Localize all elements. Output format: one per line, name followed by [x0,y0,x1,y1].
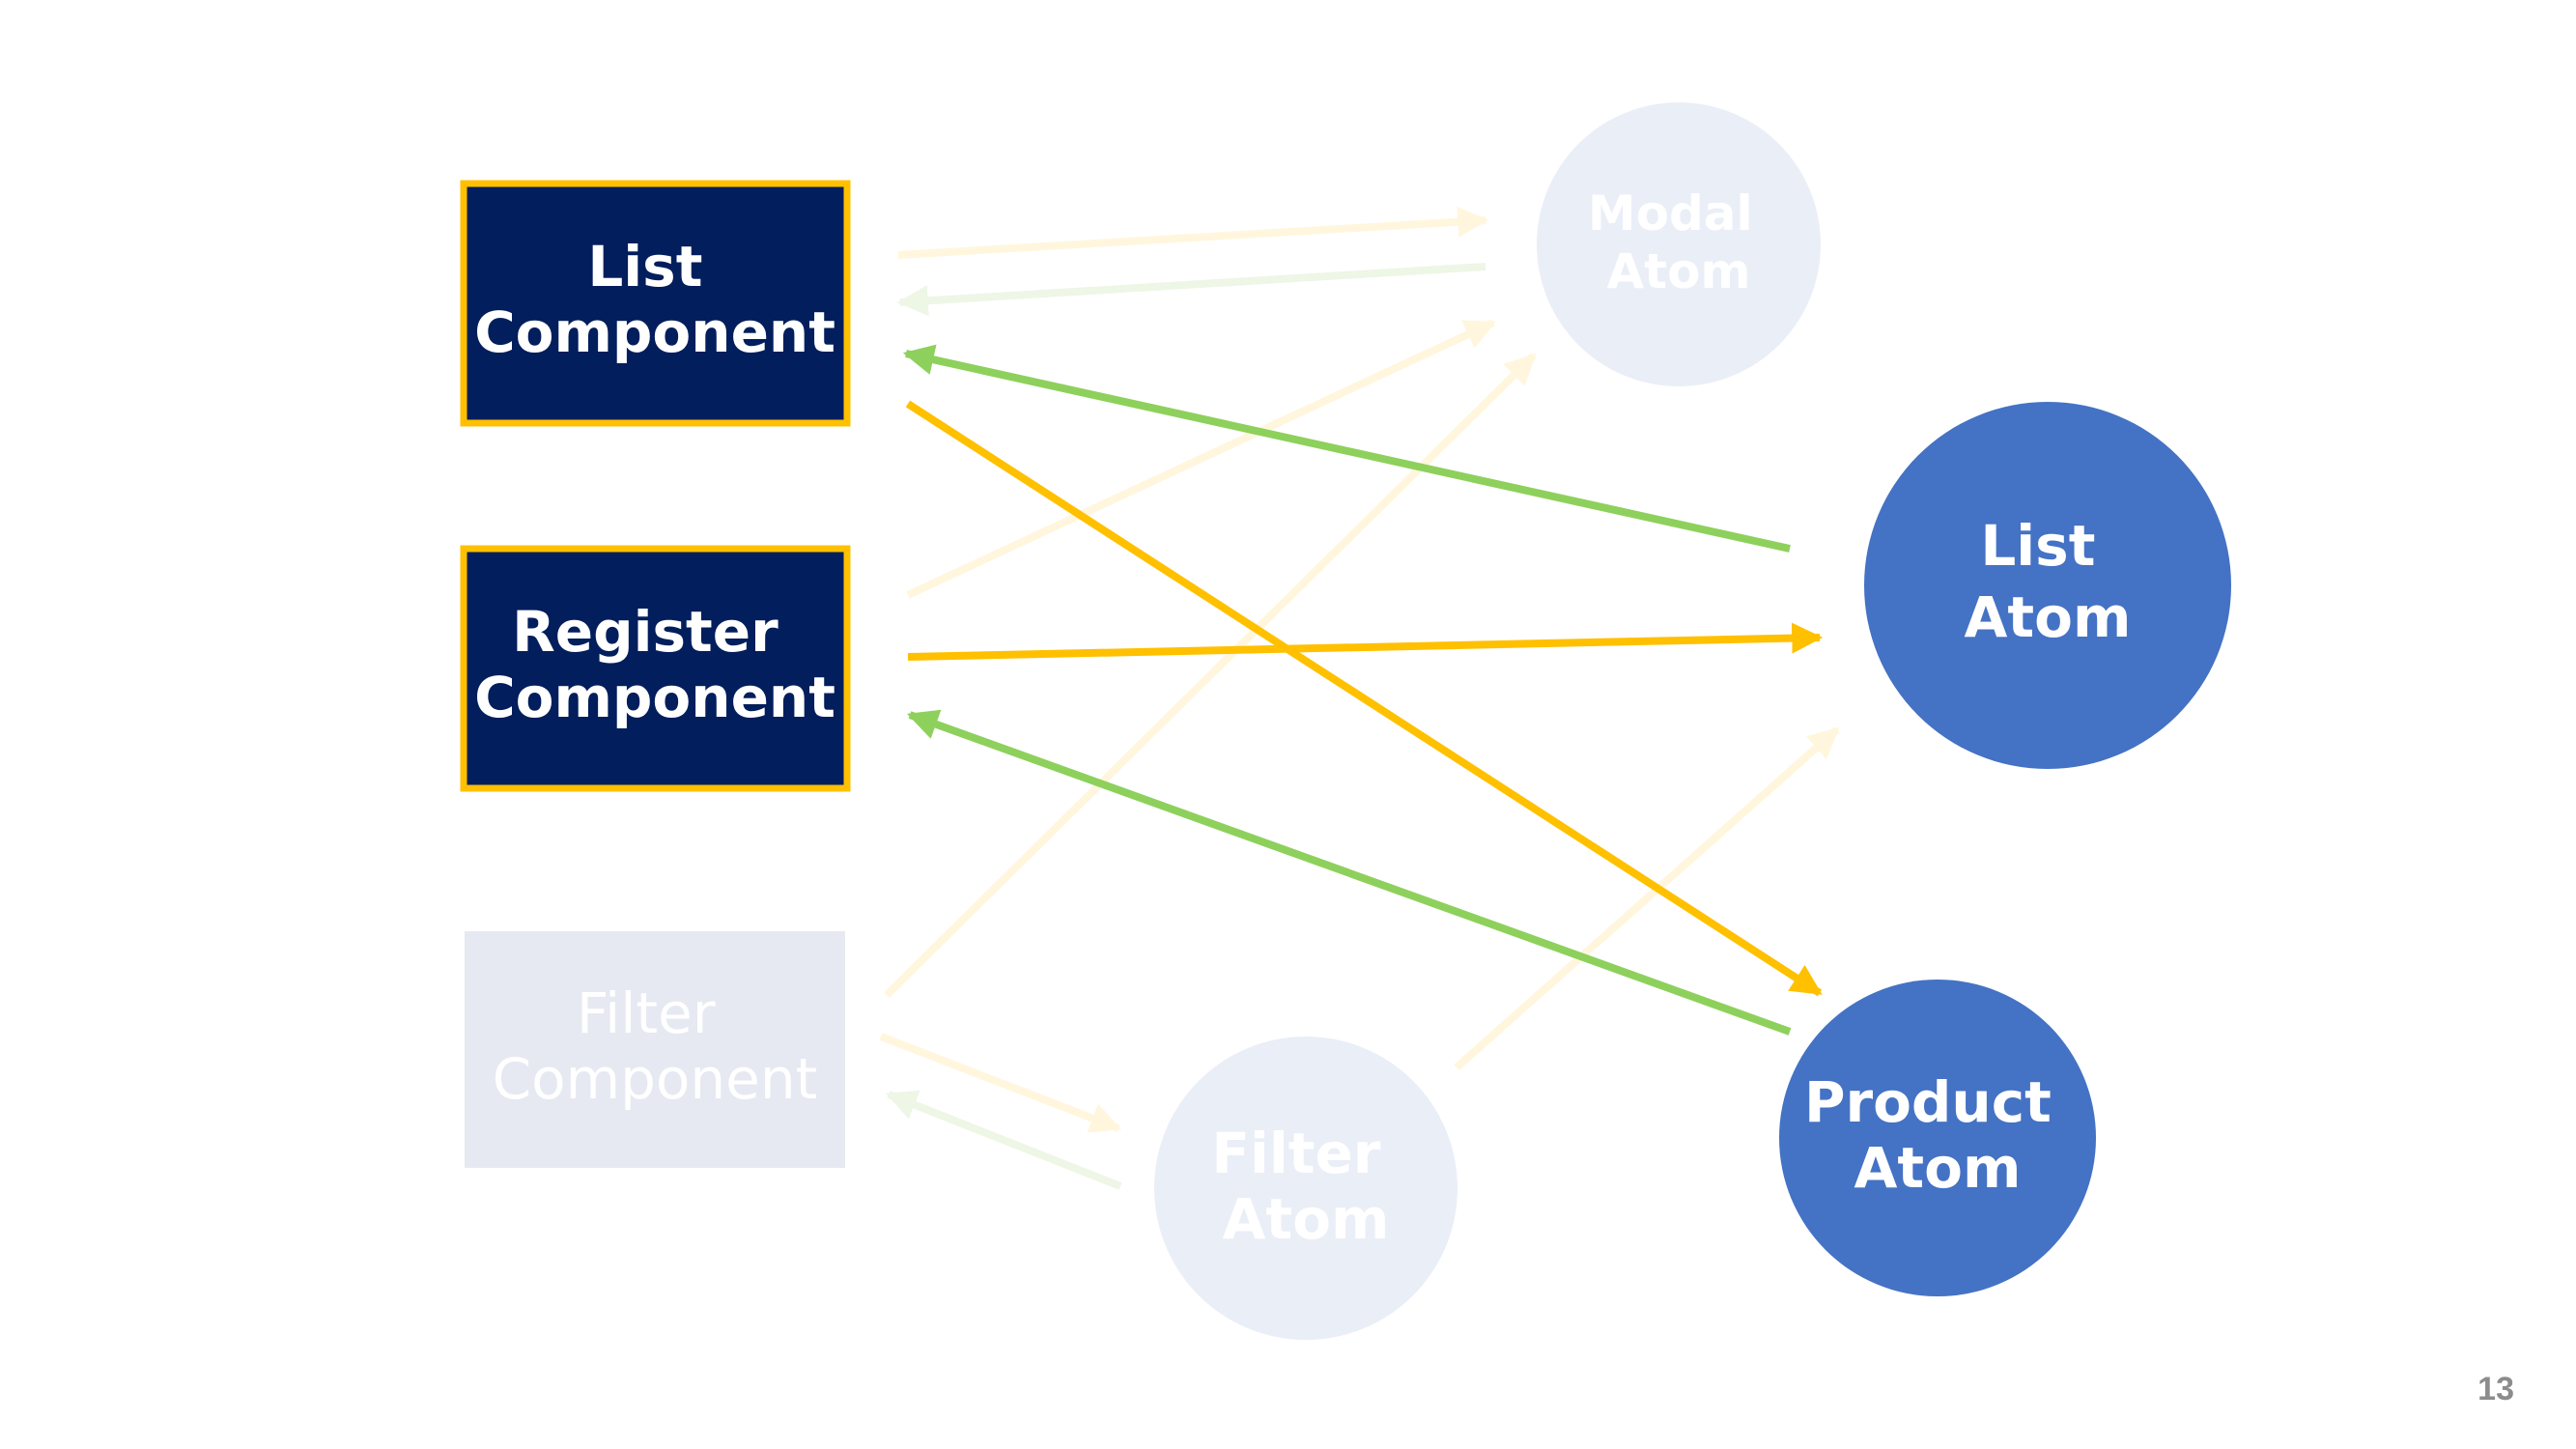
list-atom-shape [1864,402,2231,769]
product-atom-shape [1779,980,2096,1296]
active-connections [902,344,1824,1036]
modal-atom-shape [1537,102,1821,386]
filter-atom-label: Filter Atom [1211,1121,1400,1252]
product-atom-label: Product Atom [1804,1069,2071,1201]
list-component-label: List Component [474,234,835,365]
register-component-box[interactable]: Register Component [460,545,851,792]
page-number: 13 [2477,1371,2514,1407]
list-component-shape [460,180,851,427]
arrow-filter-atom-to-filter-component [886,1090,1122,1190]
arrow-filter-component-to-modal-atom [884,353,1537,998]
arrow-list-component-to-product-atom [905,400,1823,997]
arrow-product-atom-to-register-component [906,709,1792,1036]
filter-component-box[interactable]: Filter Component [465,931,845,1168]
filter-atom-node[interactable]: Filter Atom [1154,1037,1458,1340]
modal-atom-node[interactable]: Modal Atom [1537,102,1821,386]
modal-atom-label: Modal Atom [1588,185,1769,299]
arrow-filter-component-to-filter-atom [879,1033,1121,1133]
list-atom-label: List Atom [1965,513,2132,650]
arrow-modal-atom-to-list-component [896,263,1486,317]
arrow-list-atom-to-list-component [902,344,1791,553]
filter-component-shape [465,931,845,1168]
arrow-register-component-to-list-atom [907,622,1824,661]
filter-atom-shape [1154,1037,1458,1340]
arrow-register-component-to-modal-atom [906,319,1496,599]
product-atom-node[interactable]: Product Atom [1779,980,2096,1296]
list-atom-node[interactable]: List Atom [1864,402,2231,769]
list-component-box[interactable]: List Component [460,180,851,427]
faded-connections [879,206,1840,1190]
arrow-list-component-to-modal-atom [897,206,1489,259]
arrow-filter-atom-to-list-atom [1454,726,1840,1070]
register-component-shape [460,545,851,792]
register-component-label: Register Component [474,599,835,730]
filter-component-label: Filter Component [493,980,818,1112]
